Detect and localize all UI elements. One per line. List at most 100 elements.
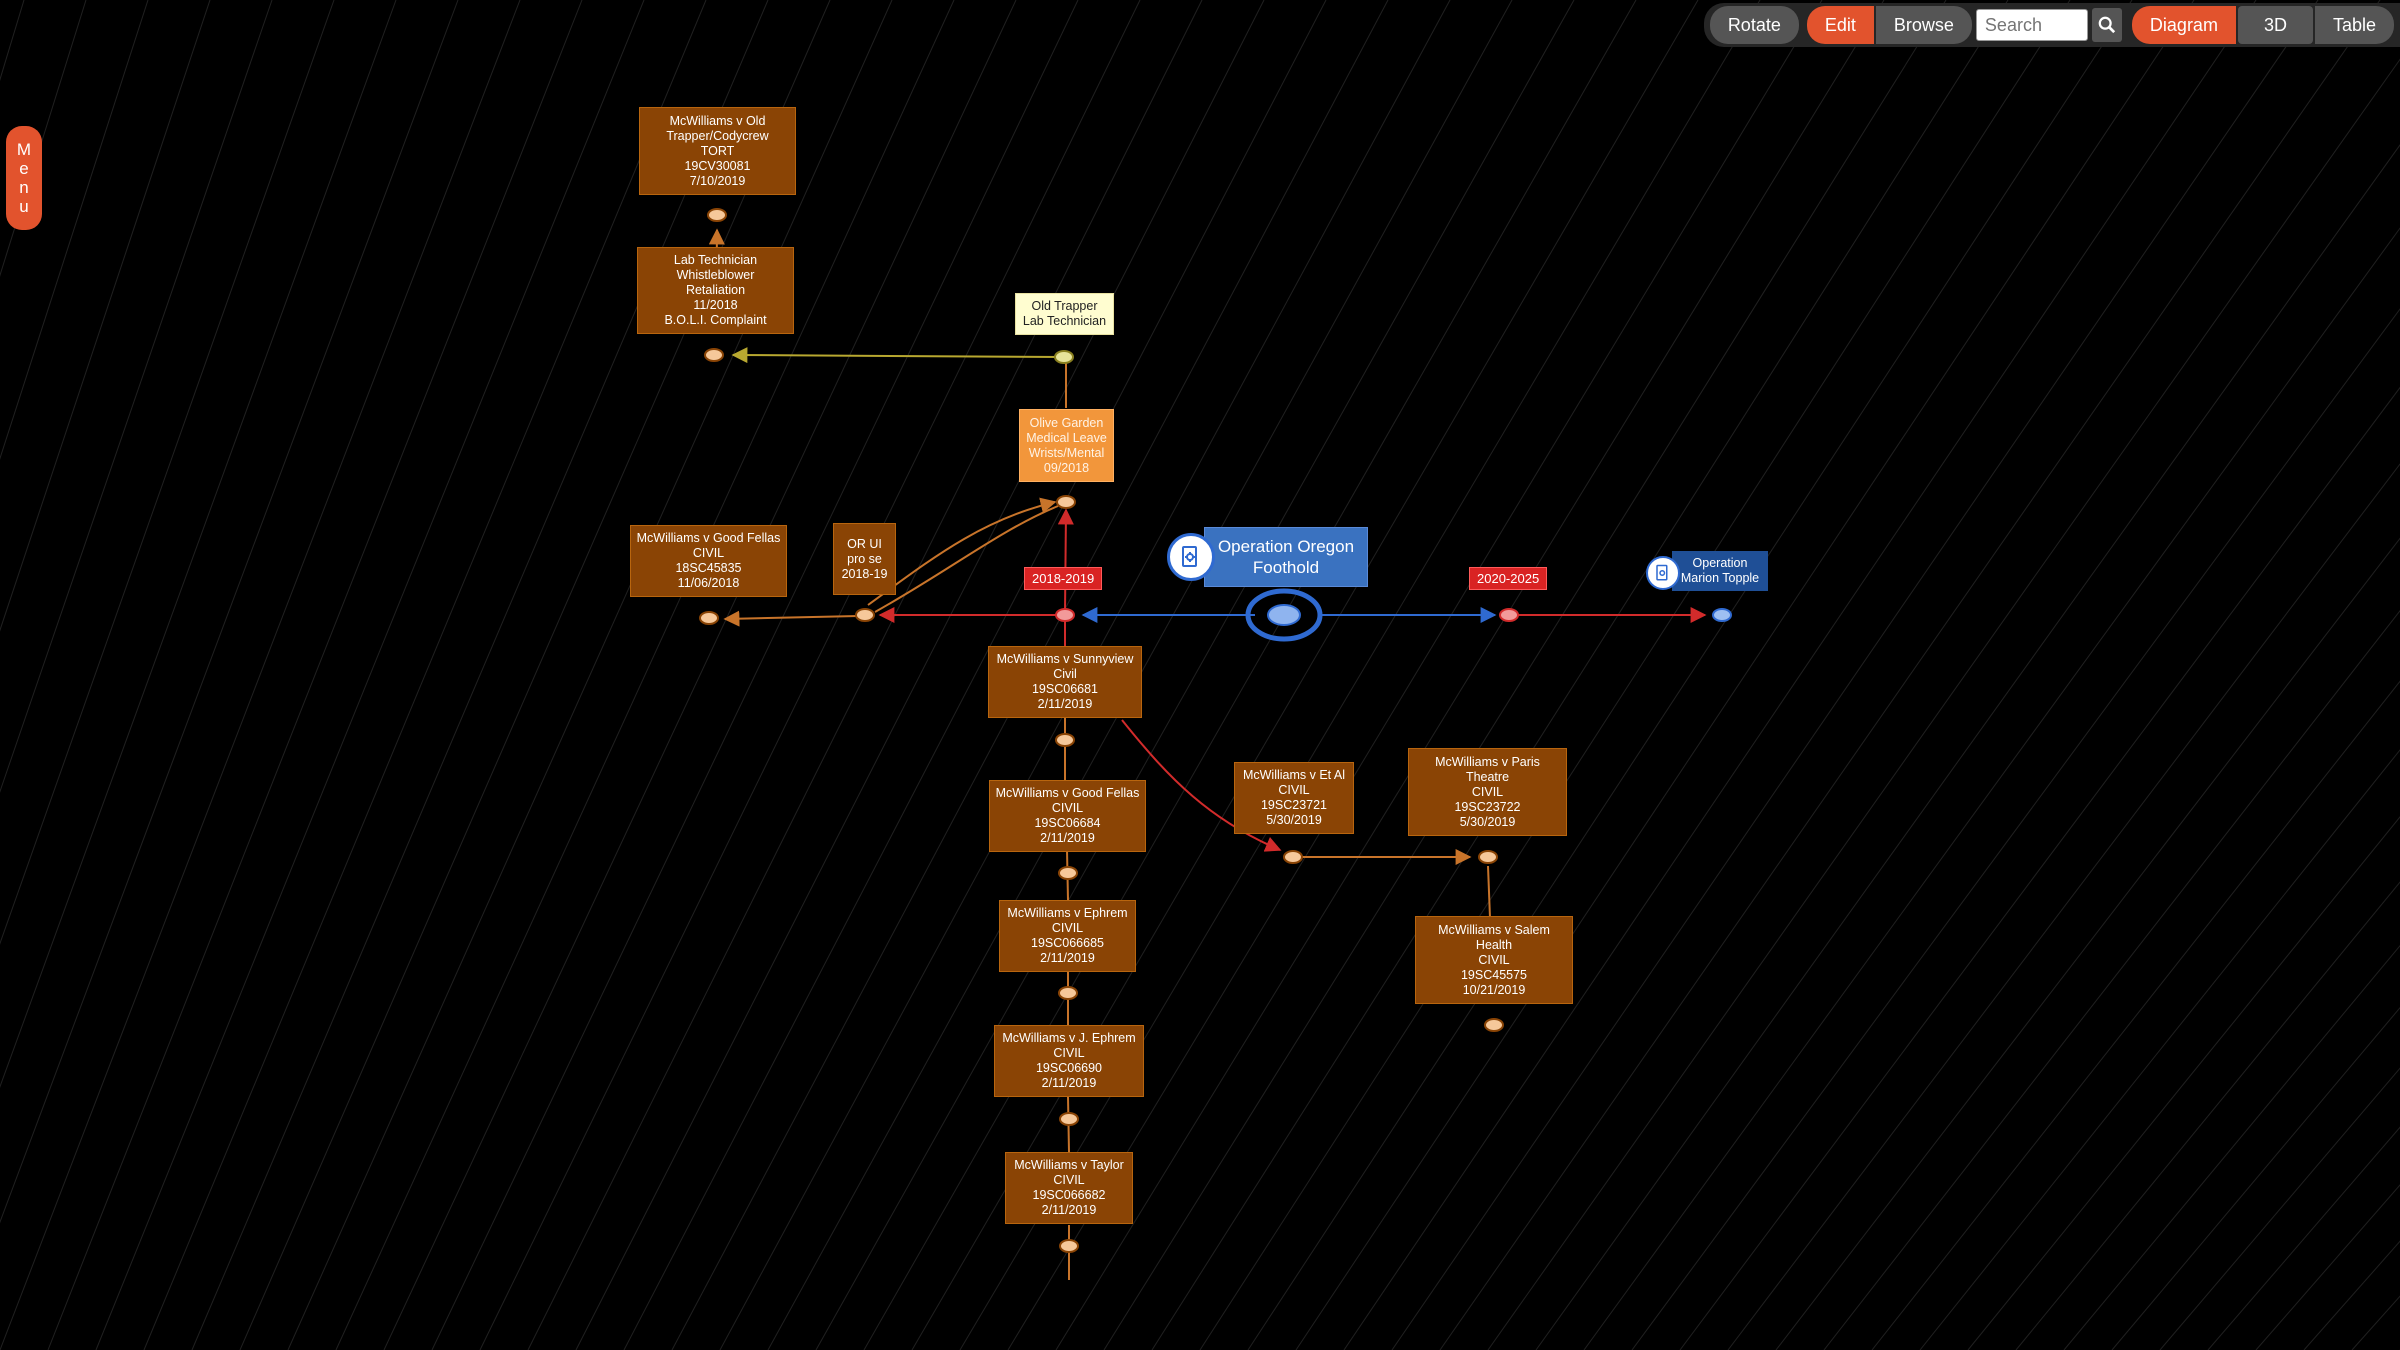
grid-line	[95, 0, 645, 1350]
port[interactable]	[1058, 866, 1078, 880]
node-good-fellas-2018[interactable]: McWilliams v Good Fellas CIVIL 18SC45835…	[630, 525, 787, 597]
port[interactable]	[1055, 733, 1075, 747]
grid-line	[0, 0, 211, 632]
grid-line	[1871, 680, 2400, 1350]
node-ephrem[interactable]: McWilliams v Ephrem CIVIL 19SC066685 2/1…	[999, 900, 1136, 972]
port[interactable]	[1056, 495, 1076, 509]
port[interactable]	[855, 608, 875, 622]
node-et-al[interactable]: McWilliams v Et Al CIVIL 19SC23721 5/30/…	[1234, 762, 1354, 834]
menu-tab[interactable]: M e n u	[6, 126, 42, 230]
browse-button[interactable]: Browse	[1875, 6, 1972, 44]
port[interactable]	[1059, 1112, 1079, 1126]
grid-line	[383, 0, 1017, 1350]
grid-line	[191, 0, 769, 1350]
search-input[interactable]	[1975, 9, 2088, 41]
tag-2020-2025[interactable]: 2020-2025	[1469, 567, 1548, 590]
grid-line	[0, 0, 149, 460]
grid-line	[2111, 1006, 2400, 1350]
document-gear-icon	[1656, 564, 1668, 581]
edge	[723, 610, 859, 627]
port[interactable]	[1054, 350, 1074, 364]
node-lab-technician-whistleblower[interactable]: Lab Technician Whistleblower Retaliation…	[637, 247, 794, 334]
port[interactable]	[704, 348, 724, 362]
grid-line	[863, 0, 1637, 1350]
grid-line	[1583, 227, 2400, 1350]
menu-letter: M	[16, 140, 32, 159]
grid-line	[431, 0, 1079, 1350]
grid-line	[1439, 0, 2381, 1350]
grid-line	[47, 0, 583, 1350]
menu-letter: e	[19, 159, 29, 178]
operation-icon[interactable]	[1167, 533, 1215, 581]
grid-line	[287, 0, 893, 1350]
grid-line	[2063, 944, 2400, 1350]
grid-line	[479, 0, 1141, 1350]
operation-hub[interactable]	[1245, 588, 1323, 642]
grid-line	[1631, 308, 2400, 1350]
grid-line	[815, 0, 1575, 1350]
edit-button[interactable]: Edit	[1806, 6, 1874, 44]
grid-line	[335, 0, 955, 1350]
menu-letter: n	[19, 178, 29, 197]
edge	[874, 505, 1059, 613]
tag-2018-2019[interactable]: 2018-2019	[1024, 567, 1103, 590]
edge	[1487, 865, 1491, 919]
grid-line	[1679, 386, 2400, 1350]
port[interactable]	[1058, 986, 1078, 1000]
port[interactable]	[1712, 608, 1732, 622]
grid-line	[1487, 58, 2400, 1350]
rotate-button[interactable]: Rotate	[1709, 6, 1799, 44]
grid-line	[0, 0, 397, 1089]
node-olive-garden[interactable]: Olive Garden Medical Leave Wrists/Mental…	[1019, 409, 1114, 482]
node-j-ephrem[interactable]: McWilliams v J. Ephrem CIVIL 19SC06690 2…	[994, 1025, 1144, 1097]
grid-line	[0, 0, 335, 945]
operation-marion-topple-label[interactable]: Operation Marion Topple	[1672, 551, 1768, 591]
operation-hub-core	[1267, 604, 1301, 626]
grid-line	[1823, 610, 2400, 1350]
edge	[731, 347, 1063, 364]
grid-line	[959, 0, 1761, 1350]
port[interactable]	[1499, 608, 1519, 622]
edge	[1057, 508, 1074, 613]
grid-line	[575, 0, 1265, 1350]
port[interactable]	[1478, 850, 1498, 864]
port[interactable]	[1055, 608, 1075, 622]
node-old-trapper-lab-technician[interactable]: Old Trapper Lab Technician	[1015, 293, 1114, 335]
node-sunnyview[interactable]: McWilliams v Sunnyview Civil 19SC06681 2…	[988, 646, 1142, 718]
port[interactable]	[1059, 1239, 1079, 1253]
port[interactable]	[707, 208, 727, 222]
document-gear-icon	[1182, 546, 1197, 567]
node-old-trapper-codycrew[interactable]: McWilliams v Old Trapper/Codycrew TORT 1…	[639, 107, 796, 195]
3d-button[interactable]: 3D	[2237, 6, 2313, 44]
grid-line	[1055, 0, 1885, 1350]
menu-letter: u	[19, 197, 29, 216]
node-salem-health[interactable]: McWilliams v Salem Health CIVIL 19SC4557…	[1415, 916, 1573, 1004]
grid-line	[1199, 0, 2071, 1350]
grid-line	[1151, 0, 2009, 1350]
grid-line	[527, 0, 1203, 1350]
search-button[interactable]	[2091, 8, 2122, 42]
grid-line	[1103, 0, 1947, 1350]
operation-icon[interactable]	[1646, 556, 1680, 590]
node-taylor[interactable]: McWilliams v Taylor CIVIL 19SC066682 2/1…	[1005, 1152, 1133, 1224]
grid-line	[1967, 816, 2400, 1350]
port[interactable]	[1484, 1018, 1504, 1032]
grid-line	[1247, 0, 2133, 1350]
grid-line	[2207, 1126, 2400, 1350]
grid-line	[2015, 881, 2400, 1350]
grid-line	[1391, 0, 2319, 1350]
grid-line	[143, 0, 707, 1350]
node-paris-theatre[interactable]: McWilliams v Paris Theatre CIVIL 19SC237…	[1408, 748, 1567, 836]
node-or-ui[interactable]: OR UI pro se 2018-19	[833, 523, 896, 595]
grid-line	[239, 0, 831, 1350]
grid-line	[911, 0, 1699, 1350]
diagram-button[interactable]: Diagram	[2131, 6, 2236, 44]
table-button[interactable]: Table	[2314, 6, 2394, 44]
grid-line	[1343, 0, 2257, 1350]
node-good-fellas-2019[interactable]: McWilliams v Good Fellas CIVIL 19SC06684…	[989, 780, 1146, 852]
port[interactable]	[1283, 850, 1303, 864]
port[interactable]	[699, 611, 719, 625]
operation-oregon-foothold-label[interactable]: Operation Oregon Foothold	[1204, 527, 1368, 587]
